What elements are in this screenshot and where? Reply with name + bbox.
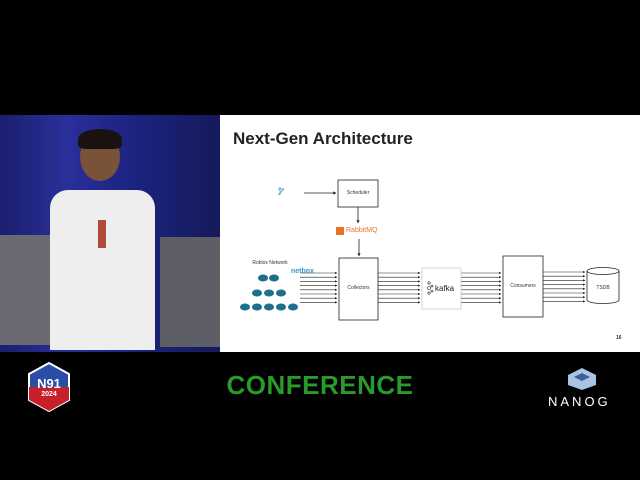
data-flow-arrows	[300, 270, 586, 304]
slide-page-number: 16	[616, 335, 622, 341]
router-icons	[240, 274, 298, 311]
architecture-diagram	[240, 179, 620, 321]
nanog-logo-icon	[568, 368, 596, 390]
tsdb-label: TSDB	[596, 285, 610, 291]
conference-title: CONFERENCE	[226, 370, 414, 400]
tsdb-cylinder	[586, 267, 620, 304]
nanog-brand: NANOG	[548, 394, 611, 409]
collectors-label: Collectors	[347, 285, 370, 291]
network-label: Roblox Network	[252, 260, 288, 266]
consumers-box	[502, 255, 544, 318]
collectors-box	[338, 257, 379, 321]
stage-chair	[160, 237, 220, 347]
slide-title: Next-Gen Architecture	[233, 129, 413, 148]
rabbitmq-icon	[336, 227, 344, 235]
netbox-icon	[277, 187, 285, 196]
consumers-label: Consumers	[510, 283, 536, 289]
lanyard-badge	[98, 220, 106, 248]
kafka-label: kafka	[435, 284, 455, 293]
scheduler-label: Scheduler	[346, 190, 370, 196]
speaker-video	[0, 115, 220, 352]
n91-badge-logo: N91 2024	[27, 361, 71, 417]
badge-year: 2024	[41, 391, 57, 398]
kafka-box	[421, 267, 462, 310]
badge-n91: N91	[37, 376, 61, 391]
presentation-slide: Next-Gen Architecture netbox Scheduler R…	[220, 115, 640, 352]
speaker-hair	[78, 129, 122, 149]
netbox-label: netbox	[291, 268, 314, 275]
rabbitmq-label: RabbitMQ	[346, 227, 378, 234]
kafka-icon	[427, 281, 434, 295]
speaker-shirt	[50, 190, 155, 350]
